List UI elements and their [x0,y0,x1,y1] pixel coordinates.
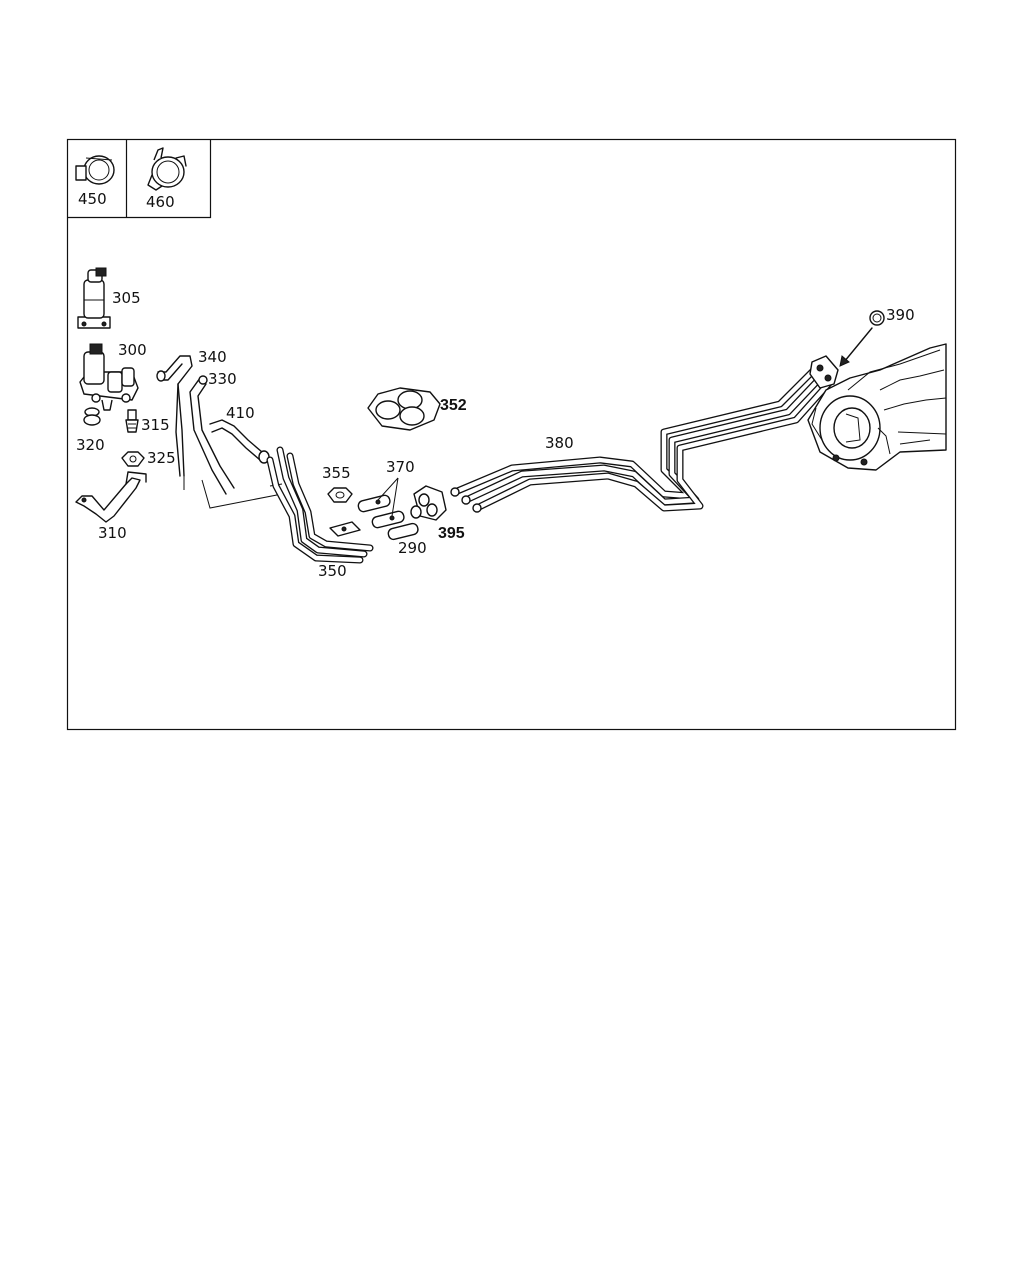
hose-410-icon [209,419,270,464]
pipe-set-350-icon [266,446,374,564]
label-390: 390 [886,306,915,324]
grommet-320-icon [83,407,101,426]
label-355: 355 [322,464,351,482]
connection-lines [183,476,283,509]
inset-label-450: 450 [78,190,107,208]
seal-395-icon [410,485,447,521]
spring-clamp-460-icon [147,147,187,191]
label-340: 340 [198,348,227,366]
label-352: 352 [440,397,467,414]
sleeve-370-icon [357,477,405,529]
label-320: 320 [76,436,105,454]
label-290: 290 [398,539,427,557]
label-380: 380 [545,434,574,452]
sensor-315-icon [125,409,139,433]
label-410: 410 [226,404,255,422]
inset-box-border [67,139,212,219]
label-350: 350 [318,562,347,580]
label-300: 300 [118,341,147,359]
label-305: 305 [112,289,141,307]
pipe-set-380-icon [450,355,839,513]
inset-label-460: 460 [146,193,175,211]
grommet-plate-352-icon [367,387,441,431]
compressor-icon [807,343,947,471]
bracket-310-icon [75,471,147,523]
hose-330-icon [189,375,235,495]
label-325: 325 [147,449,176,467]
o-ring-390-icon [839,310,885,367]
sleeve-290-icon [387,522,419,541]
label-395: 395 [438,525,465,542]
hose-clamp-450-icon [75,155,115,185]
nut-355-icon [327,487,353,503]
label-310: 310 [98,524,127,542]
label-315: 315 [141,416,170,434]
pump-305-icon [77,267,111,329]
label-330: 330 [208,370,237,388]
hose-340-icon [156,355,193,477]
nut-325-icon [121,451,145,467]
label-370: 370 [386,458,415,476]
valve-block-300-icon [79,343,139,411]
diagram-frame [66,138,957,731]
